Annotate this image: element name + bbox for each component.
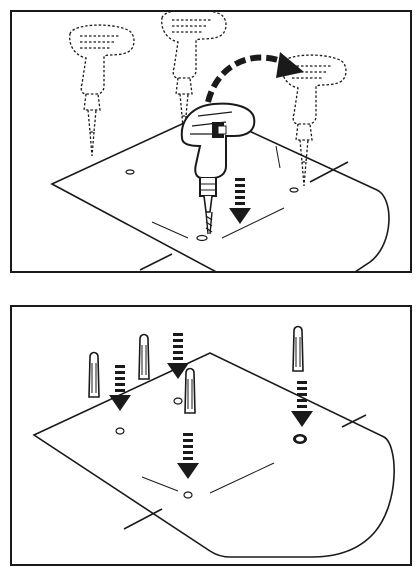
shelf-board xyxy=(32,352,395,558)
panel-drill-holes xyxy=(10,10,412,273)
guide-line-left xyxy=(139,253,173,271)
drill-hole-icon xyxy=(196,234,208,242)
wall-plug-icon xyxy=(292,325,304,372)
drill-icon xyxy=(180,102,256,213)
drill-bit-icon xyxy=(205,211,213,235)
panel-insert-wall-plugs xyxy=(10,305,412,566)
drill-hole-icon xyxy=(183,491,193,499)
marking-line-2 xyxy=(209,462,275,494)
drill-hole-icon xyxy=(125,169,135,175)
drill-ghost-icon xyxy=(69,24,135,157)
marking-line-1 xyxy=(141,476,179,492)
drill-hole-icon xyxy=(115,427,125,435)
wall-plug-icon xyxy=(184,367,196,414)
drill-hole-icon xyxy=(173,397,183,405)
drill-hole-icon xyxy=(293,434,307,444)
marking-line-3 xyxy=(275,145,281,169)
drill-hole-icon xyxy=(289,187,299,193)
marking-line-2 xyxy=(221,207,285,239)
wall-plug-icon xyxy=(88,351,100,398)
wall-plug-icon xyxy=(138,333,150,380)
marking-line-1 xyxy=(151,221,189,239)
shelf-board xyxy=(50,111,390,271)
guide-line-right xyxy=(341,414,367,428)
guide-line-left xyxy=(123,508,163,530)
curved-arrow-icon xyxy=(205,52,304,103)
guide-line-right xyxy=(309,161,349,183)
